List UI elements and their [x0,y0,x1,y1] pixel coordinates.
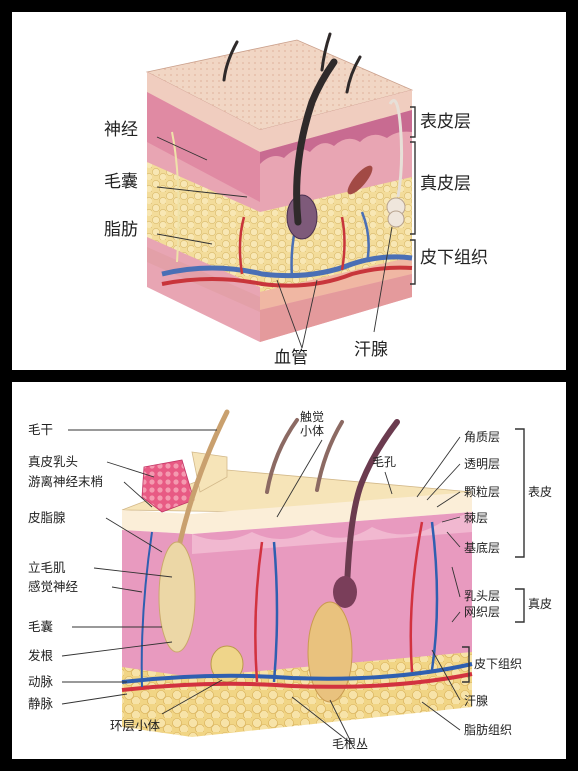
label-sweat-gland: 汗腺 [354,340,388,360]
subcutaneous-bracket [462,646,470,683]
top-skin-diagram-panel: 神经 毛囊 脂肪 表皮层 真皮层 皮下组织 汗腺 血管 [12,12,566,370]
label-stratum-granulosum: 颗粒层 [464,485,501,499]
vessels [121,521,473,692]
label-pore: 毛孔 [372,455,397,469]
label-epidermis: 表皮层 [420,112,471,132]
bottom-skin-block-illustration [61,409,525,745]
label-vein: 静脉 [28,696,54,711]
label-blood-vessel: 血管 [274,348,308,368]
label-free-nerve-endings: 游离神经末梢 [28,474,104,489]
label-artery: 动脉 [28,674,54,689]
epidermis-front [192,492,472,534]
label-adipose-tissue: 脂肪组织 [464,723,513,737]
dermal-papilla-cutaway [141,459,195,513]
label-stratum-corneum: 角质层 [464,430,501,444]
bottom-skin-diagram-panel: 毛干 真皮乳头 游离神经末梢 皮脂腺 立毛肌 感觉神经 毛囊 发根 动脉 静脉 … [12,382,566,759]
label-nerve: 神经 [104,120,138,140]
label-papillary-layer: 乳头层 [464,589,501,603]
label-hair-shaft: 毛干 [28,422,54,437]
label-epidermis: 表皮 [528,485,553,499]
label-dermal-papilla: 真皮乳头 [28,454,79,469]
epidermis-bracket [410,106,416,138]
label-subcutaneous: 皮下组织 [474,657,523,671]
fat-layer [122,652,472,737]
front-face [260,90,412,342]
label-hair-root-plexus: 毛根丛 [332,737,369,751]
label-hair-root: 发根 [28,648,54,663]
follicle-left [158,541,196,653]
label-dermis: 真皮层 [420,174,471,194]
left-face [147,72,260,342]
label-lamellar-corpuscle: 环层小体 [110,718,161,733]
hair-and-follicle [222,32,373,240]
dermis-bracket [515,588,525,623]
label-dermis: 真皮 [528,597,553,611]
label-hair-follicle: 毛囊 [28,619,54,634]
blood-vessels [161,211,413,288]
sweat-gland [386,99,406,228]
dermis-bracket [410,141,416,235]
label-reticular-layer: 网织层 [464,605,501,619]
label-sweat-gland: 汗腺 [464,694,489,708]
label-arrector-pili: 立毛肌 [28,560,66,575]
subcutaneous-bracket [410,239,416,285]
epidermis-bracket [515,428,525,558]
label-subcutaneous: 皮下组织 [420,248,488,268]
label-hair-follicle: 毛囊 [104,172,138,192]
label-fat: 脂肪 [104,220,138,240]
label-stratum-lucidum: 透明层 [464,457,501,471]
label-touch-corpuscle: 触觉 小体 [300,410,325,439]
top-skin-block-illustration [145,32,416,349]
label-sebaceous-gland: 皮脂腺 [28,510,66,525]
label-stratum-spinosum: 棘层 [464,511,489,525]
label-sensory-nerve: 感觉神经 [28,579,79,594]
label-stratum-basale: 基底层 [464,541,501,555]
